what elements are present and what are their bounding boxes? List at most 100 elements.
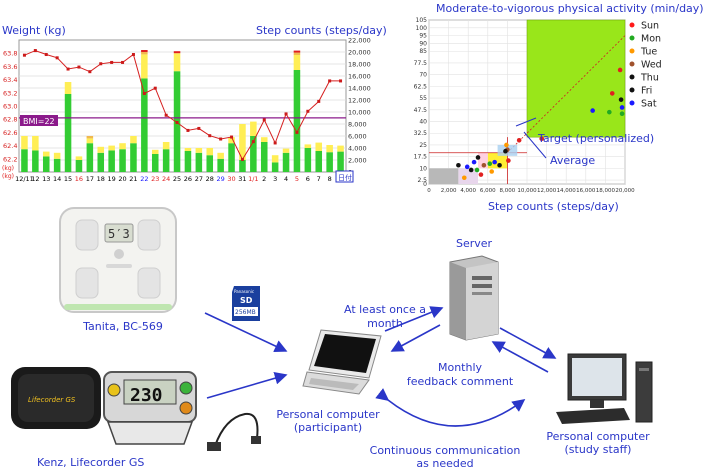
scatter-point <box>590 108 595 113</box>
step-tick: 2,000 <box>348 157 367 165</box>
scatter-y-tick: 17.5 <box>414 154 428 161</box>
step-bar-segment <box>239 160 246 172</box>
arrow-tanita-to-pc <box>204 312 288 353</box>
scatter-x-tick: 2,000 <box>441 188 457 194</box>
scatter-y-tick: 77.5 <box>414 60 428 67</box>
scatter-x-tick: 14,000 <box>557 188 577 194</box>
step-bar-segment <box>42 156 50 172</box>
weight-point <box>306 109 310 113</box>
weight-point <box>219 137 223 141</box>
weight-point <box>110 60 114 64</box>
grid-lines <box>19 51 346 161</box>
weight-line <box>24 50 341 161</box>
scale-display-reading: 5′3 <box>108 227 130 241</box>
step-bar-segment <box>304 148 312 172</box>
scatter-point <box>516 137 522 143</box>
step-bar-segment <box>239 124 246 160</box>
step-bar-segment <box>119 149 126 172</box>
step-bar-segment <box>184 151 192 172</box>
scatter-point <box>456 162 461 168</box>
step-bar-segment <box>228 143 235 172</box>
pedometer-brand-text: Lifecorder GS <box>28 396 76 404</box>
date-tick: 6 <box>306 175 310 183</box>
step-tick: 6,000 <box>348 133 367 141</box>
scatter-point <box>609 91 615 96</box>
target-callout: Target (personalized) <box>537 132 654 145</box>
date-tick: 26 <box>184 175 192 183</box>
scatter-point <box>468 167 474 173</box>
staff-label-1: Personal computer <box>546 430 650 443</box>
laptop-image <box>302 329 382 395</box>
step-bar-segment <box>195 148 203 153</box>
step-bar-segment <box>293 55 301 70</box>
step-bar-segment <box>206 155 214 172</box>
step-bar-segment <box>206 148 214 156</box>
weight-tick: 62.2 <box>3 155 17 163</box>
scatter-point <box>617 67 623 73</box>
weight-tick: 63.4 <box>3 76 17 84</box>
scatter-points <box>456 67 625 181</box>
target-zone <box>526 19 626 138</box>
step-bar-cap <box>173 51 181 54</box>
sd-card-image: Panasonic SD 256MB <box>232 286 260 321</box>
scatter-point <box>619 111 625 117</box>
weight-point <box>339 79 343 83</box>
step-bar-segment <box>293 52 301 55</box>
step-bar-segment <box>151 149 159 154</box>
weight-point <box>55 56 59 60</box>
average-callout-line <box>523 131 547 159</box>
legend-label: Sun <box>641 21 659 32</box>
weight-point <box>77 65 81 69</box>
scatter-y-tick: 2.5 <box>417 177 427 184</box>
step-bar-cap <box>141 50 148 52</box>
plot-frame <box>18 39 347 173</box>
weight-point <box>22 53 26 57</box>
step-bar-segment <box>42 151 50 157</box>
legend-label: Fri <box>641 86 652 97</box>
scatter-point <box>487 161 493 166</box>
weight-point <box>153 86 157 90</box>
legend-swatch <box>629 87 635 93</box>
sd-card-brand: Panasonic <box>234 289 254 294</box>
server-image <box>449 255 499 341</box>
scatter-y-tick: 100 <box>416 25 428 32</box>
bmi-tag-text: BMI=22 <box>23 117 55 126</box>
scatter-point <box>607 109 612 115</box>
date-tick: 24 <box>162 175 170 183</box>
step-tick: 8,000 <box>348 121 367 129</box>
arrow-kenz-to-pc <box>206 371 288 399</box>
step-bar-segment <box>162 149 170 172</box>
scatter-x-tick: 18,000 <box>596 188 616 194</box>
date-tick: 16 <box>75 175 83 183</box>
scatter-x-tick: 8,000 <box>500 188 516 194</box>
date-tick: 13 <box>42 175 50 183</box>
feedback-label-2: feedback comment <box>406 375 514 388</box>
legend-swatch <box>629 48 635 54</box>
step-bar-segment <box>195 152 203 172</box>
date-tick: 22 <box>140 175 148 183</box>
legend-swatch <box>629 35 635 41</box>
scatter-point <box>481 162 487 168</box>
step-bar-segment <box>337 145 344 152</box>
weight-tick-labels: 63.863.663.463.263.062.862.662.462.2 <box>3 50 17 164</box>
scatter-x-tick: 20,000 <box>615 188 635 194</box>
step-bar-segment <box>21 136 28 150</box>
step-bar-segment <box>271 162 279 172</box>
step-bar-segment <box>162 142 170 150</box>
step-tick-labels: 22,00020,00018,00016,00014,00012,00010,0… <box>348 37 371 177</box>
upload-frequency-label-2: month <box>367 317 403 330</box>
intensity-zones <box>429 152 508 184</box>
step-bar-segment <box>141 54 148 79</box>
corner-unit-bottom: (kg) <box>2 173 14 180</box>
step-tick: 20,000 <box>348 49 371 57</box>
weight-point <box>208 134 212 138</box>
weight-point <box>99 62 103 66</box>
mvpa-scatter-chart: Moderate-to-vigorous physical activity (… <box>414 2 704 213</box>
scatter-y-tick: 25 <box>419 142 427 149</box>
scatter-y-tick: 70 <box>419 72 427 79</box>
step-bar-segment <box>32 136 39 151</box>
date-tick: 29 <box>217 175 225 183</box>
date-mode-button[interactable] <box>335 170 354 183</box>
steps-axis-title: Step counts (steps/day) <box>256 24 387 37</box>
